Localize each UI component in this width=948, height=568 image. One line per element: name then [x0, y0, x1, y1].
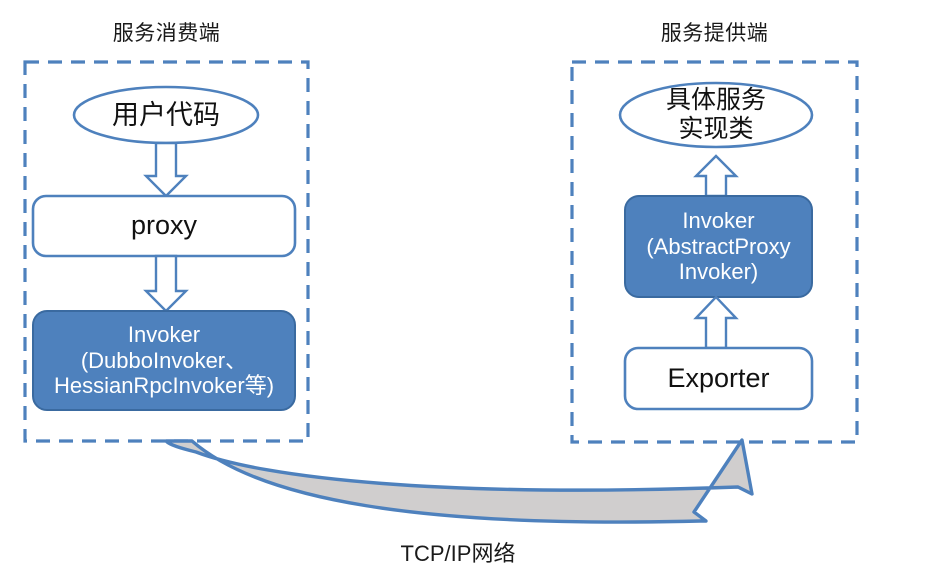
consumer-invoker-box[interactable]: [32, 310, 296, 411]
consumer-container-border: [23, 60, 310, 443]
arrow-usercode-to-proxy: [143, 141, 189, 198]
tcpip-network-label: TCP/IP网络: [400, 541, 516, 566]
consumer-section-title: 服务消费端: [112, 22, 221, 45]
exporter-box[interactable]: [623, 346, 814, 411]
tcpip-curved-arrow: [164, 438, 754, 524]
provider-section-title: 服务提供端: [660, 22, 769, 45]
service-impl-ellipse[interactable]: [618, 81, 814, 149]
arrow-proxy-to-invoker: [143, 254, 189, 313]
provider-invoker-box[interactable]: [624, 195, 813, 298]
user-code-ellipse[interactable]: [72, 85, 260, 145]
arrow-invoker-to-serviceimpl: [693, 154, 739, 198]
provider-container-border: [570, 60, 859, 444]
proxy-box[interactable]: [31, 194, 297, 258]
arrow-exporter-to-invoker: [693, 295, 739, 350]
